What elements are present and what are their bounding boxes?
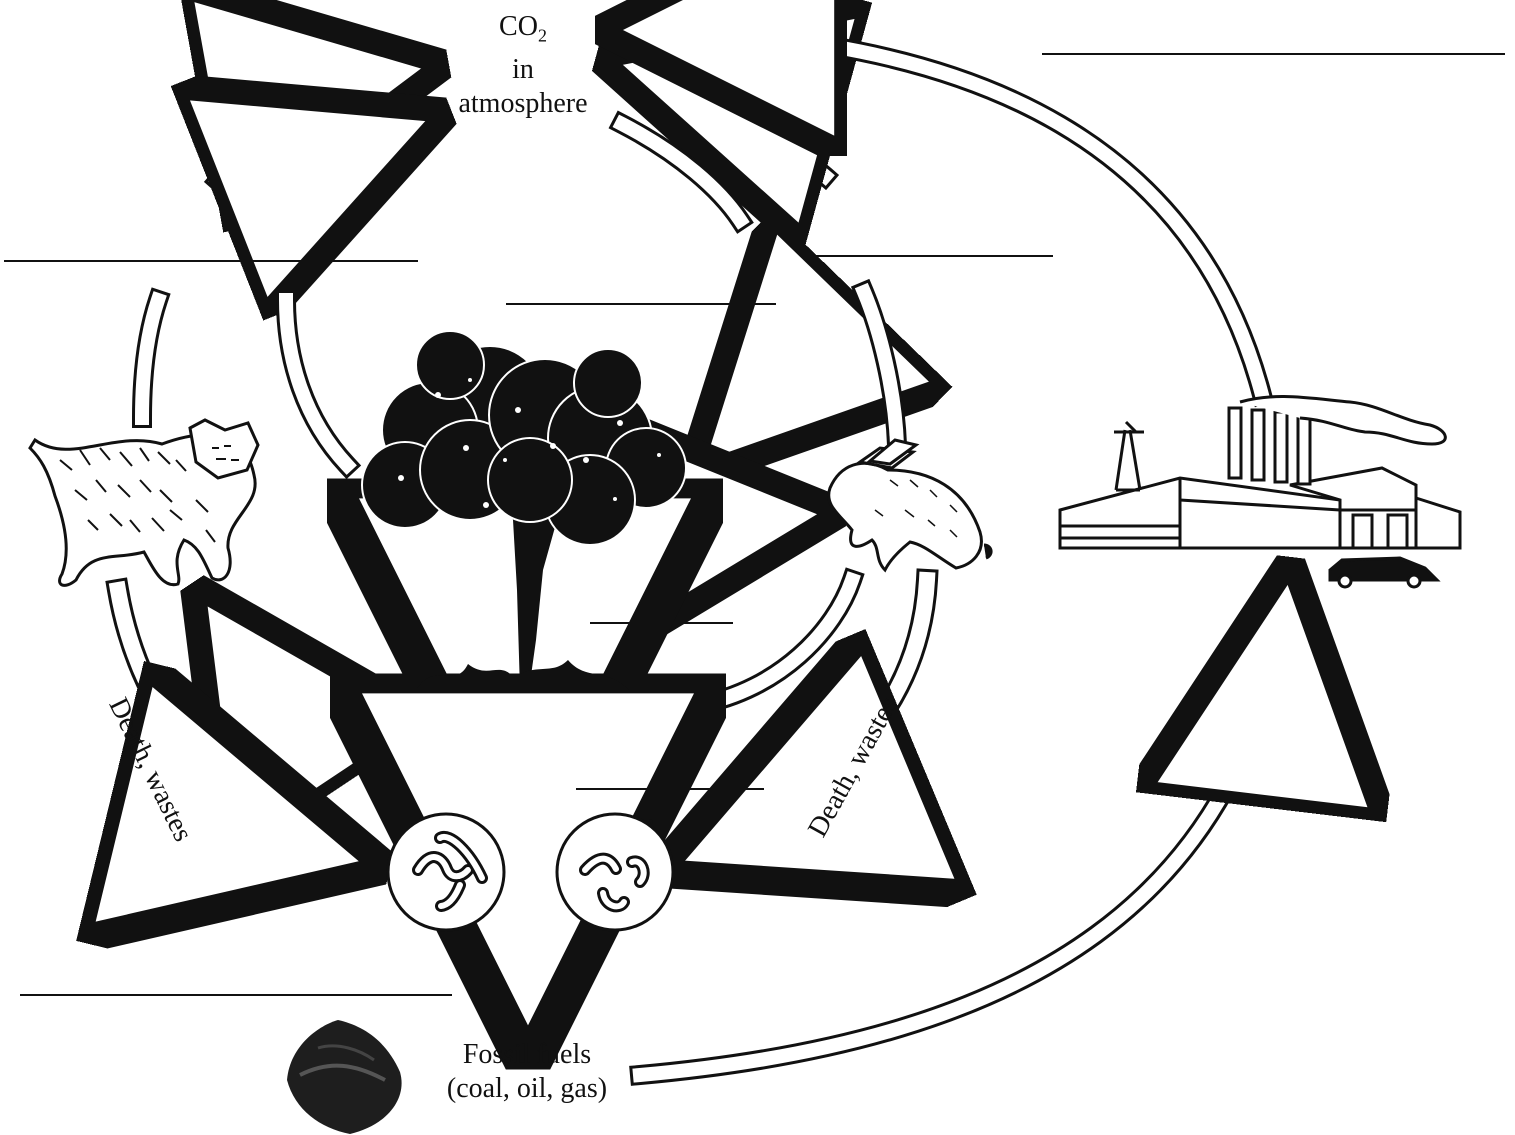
blank-line-top-right (1042, 53, 1505, 55)
fossil-fuels-types: (coal, oil, gas) (446, 1073, 608, 1104)
atmosphere-label: CO2 in atmosphere (438, 10, 608, 121)
blank-line-bottom-left (20, 994, 452, 996)
blank-line-left (4, 260, 418, 262)
decomposer-bacteria-right (555, 812, 675, 932)
co2-subscript: 2 (537, 25, 547, 46)
cycle-arrows (105, 30, 1288, 1086)
arrow-left-to-atmosphere (203, 56, 436, 196)
blank-line-center-top (506, 303, 776, 305)
fossil-fuels-title: Fossil fuels (462, 1039, 592, 1070)
factory-and-car-illustration (1058, 395, 1462, 589)
arrow-rabbit-inner-down (686, 567, 865, 717)
blank-line-decomposers (576, 788, 764, 790)
bobcat-illustration (28, 418, 260, 587)
blank-line-right-small (814, 255, 1053, 257)
blank-line-tree-middle (590, 622, 733, 624)
co2-text: CO (499, 11, 538, 42)
decomposer-bacteria-left (386, 812, 506, 932)
fossil-fuels-label: Fossil fuels (coal, oil, gas) (420, 1038, 634, 1106)
co2-line: CO2 (438, 10, 608, 53)
coal-lump-icon (287, 1020, 402, 1134)
comma-mark: , (647, 798, 655, 829)
in-line: in (512, 53, 534, 85)
rabbit-illustration (827, 438, 993, 573)
atmosphere-line: atmosphere (458, 87, 588, 119)
arrow-bobcat-to-decomposers (105, 577, 376, 876)
tree-illustration (361, 330, 687, 690)
